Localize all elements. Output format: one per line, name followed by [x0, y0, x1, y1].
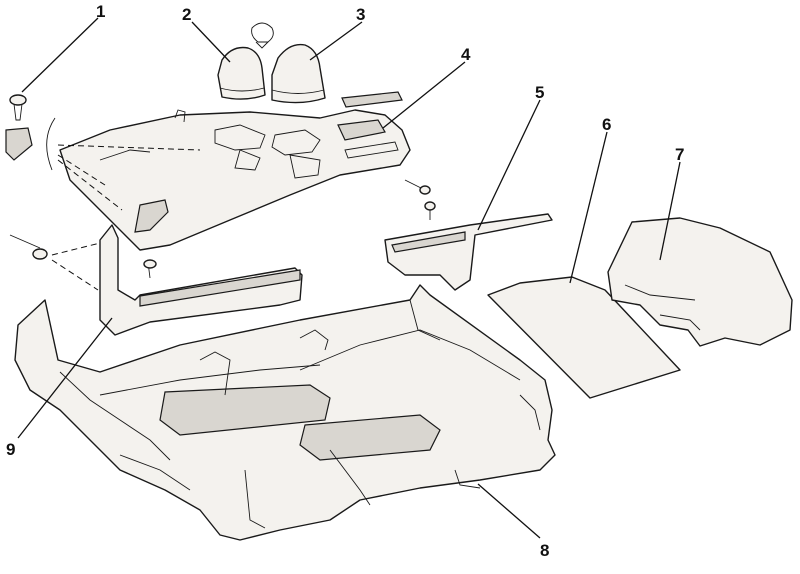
callout-2: 2	[182, 5, 191, 24]
callout-4: 4	[461, 45, 471, 64]
screw-and-clip	[5, 94, 33, 161]
leader-lines	[17, 17, 681, 539]
rear-insulation-mat	[607, 217, 793, 347]
callout-1: 1	[96, 2, 105, 21]
right-sill-trim	[384, 213, 553, 291]
insulation-mat	[487, 276, 681, 399]
floor-carpet	[14, 284, 556, 541]
callout-5: 5	[535, 83, 544, 102]
side-sill-trim	[99, 224, 303, 336]
callout-9: 9	[6, 440, 15, 459]
callout-6: 6	[602, 115, 611, 134]
handbrake-lever-boot	[271, 43, 326, 104]
assembly-arrows	[46, 117, 201, 291]
callout-3: 3	[356, 5, 365, 24]
switch-trim	[341, 91, 403, 108]
callout-8: 8	[540, 541, 549, 560]
callout-7: 7	[675, 145, 684, 164]
center-console	[59, 109, 411, 251]
retaining-clip	[251, 22, 274, 49]
gear-lever-boot	[217, 46, 266, 100]
console-screws	[9, 179, 436, 279]
callout-labels: 1 2 3 4 5 6 7 8 9	[6, 2, 684, 560]
